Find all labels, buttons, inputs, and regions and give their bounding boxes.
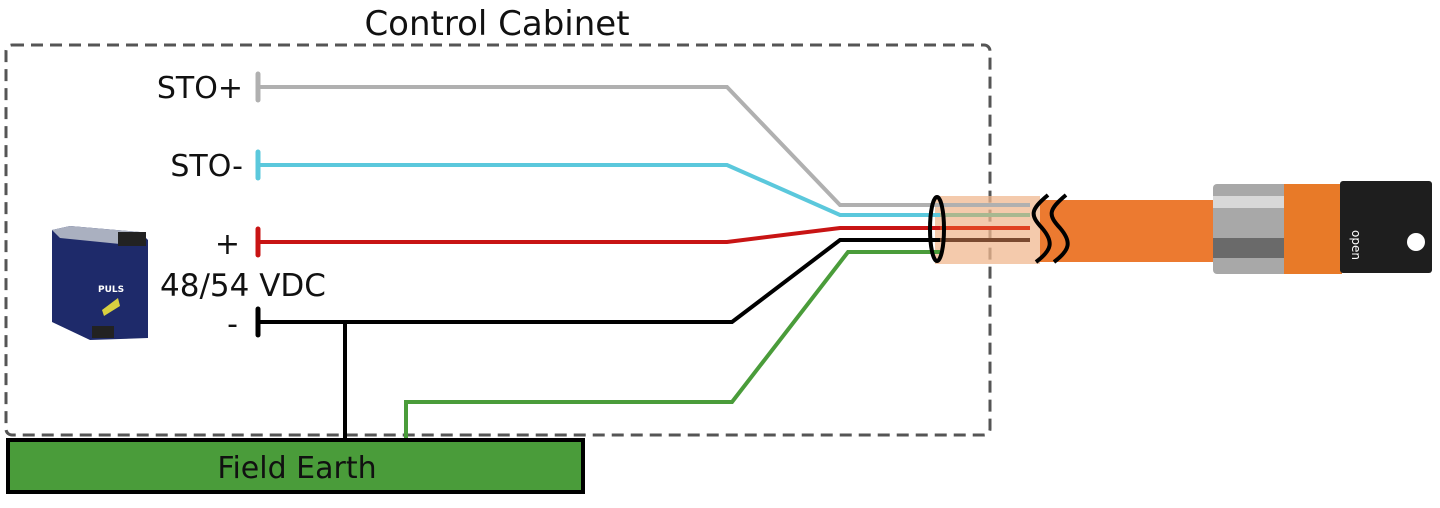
cabinet-title: Control Cabinet bbox=[364, 4, 629, 44]
wire-sto-plus bbox=[258, 85, 1030, 207]
wire-sto-minus bbox=[258, 163, 940, 217]
wire-plus bbox=[258, 226, 940, 244]
minus-label: - bbox=[227, 307, 238, 342]
wire-minus bbox=[258, 238, 940, 324]
sto-minus-label: STO- bbox=[170, 149, 243, 184]
connector-open-label: open bbox=[1349, 230, 1363, 260]
sto-plus-label: STO+ bbox=[157, 71, 243, 106]
field-earth-label: Field Earth bbox=[217, 451, 376, 486]
power-supply-brand: PULS bbox=[98, 285, 124, 295]
cable-break-icon bbox=[1031, 193, 1070, 264]
power-supply-icon: PULS bbox=[52, 226, 148, 340]
shield-ring-icon bbox=[928, 195, 946, 263]
plus-label: + bbox=[215, 227, 240, 262]
field-earth-bar bbox=[6, 438, 585, 494]
wire-earth bbox=[404, 250, 940, 440]
voltage-label: 48/54 VDC bbox=[160, 268, 326, 304]
cable-sheath bbox=[1040, 200, 1220, 262]
connector-icon: open bbox=[1213, 181, 1432, 274]
